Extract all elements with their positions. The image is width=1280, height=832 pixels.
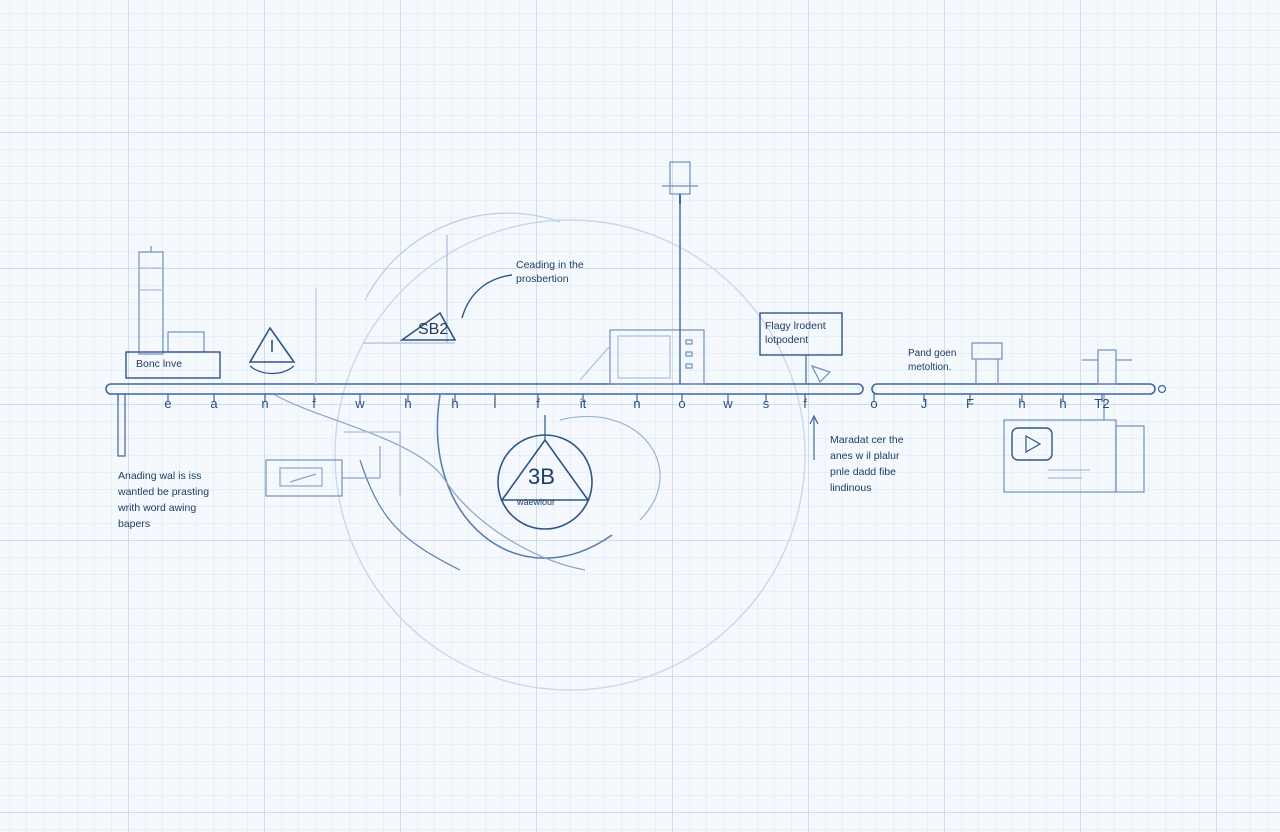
axis-ticks bbox=[117, 394, 1103, 402]
panel-scroll bbox=[1115, 425, 1145, 493]
axis-letter: T2 bbox=[1094, 396, 1110, 411]
large-background-circle bbox=[334, 219, 806, 691]
right-machine bbox=[971, 342, 1003, 360]
axis-letter: f bbox=[803, 396, 807, 411]
left-bottom-label: Anading wal is iss wantled be prasting w… bbox=[118, 470, 210, 530]
axis-letter: a bbox=[210, 396, 218, 411]
axis-letter: h bbox=[1018, 396, 1026, 411]
right-bottom-label: Maradat cer the anes w il plalur pnle da… bbox=[830, 434, 904, 494]
right-panel bbox=[1003, 419, 1117, 493]
axis-letter: h bbox=[1059, 396, 1067, 411]
axis-letter: n bbox=[261, 396, 269, 411]
left-probe bbox=[117, 393, 126, 457]
center-triangle bbox=[500, 438, 590, 501]
axis-letter: n bbox=[633, 396, 641, 411]
axis-letter: it bbox=[579, 396, 587, 411]
base-box bbox=[125, 351, 221, 379]
right-valve bbox=[1097, 349, 1117, 385]
sign-board bbox=[759, 312, 843, 356]
main-bar-left bbox=[105, 383, 864, 395]
cabinet-knob-2 bbox=[685, 351, 693, 357]
sign-box-label: Flagy lrodent lotpodent bbox=[765, 320, 826, 346]
axis-letter: f bbox=[536, 396, 540, 411]
axis-letter: J bbox=[920, 396, 928, 411]
axis-letter: o bbox=[870, 396, 878, 411]
axis-letter: F bbox=[966, 396, 974, 411]
mast-top bbox=[669, 161, 691, 195]
base-box-label: Bonc lnve bbox=[136, 358, 183, 370]
main-bar-right bbox=[871, 383, 1156, 395]
callout-arc bbox=[461, 274, 513, 319]
axis-letter: o bbox=[678, 396, 686, 411]
sweep-line bbox=[274, 394, 586, 571]
left-tower bbox=[138, 251, 164, 355]
center-triangle-number: 3B bbox=[528, 464, 555, 489]
sign-pointer bbox=[810, 364, 832, 384]
axis-letter: e bbox=[164, 396, 172, 411]
cabinet-knob-1 bbox=[685, 339, 693, 345]
swirl-arc-inner bbox=[436, 394, 613, 559]
axis-letter: h bbox=[404, 396, 412, 411]
axis-letter: h bbox=[451, 396, 459, 411]
bar-end-knob bbox=[1157, 384, 1167, 394]
cabinet-knob-3 bbox=[685, 363, 693, 369]
warning-triangle-base bbox=[249, 365, 295, 375]
swirl-arc-right bbox=[559, 415, 661, 521]
axis-letter: s bbox=[762, 396, 770, 411]
axis-letter: i bbox=[493, 396, 497, 411]
panel-screen bbox=[1011, 427, 1053, 461]
arrow-up-head bbox=[809, 414, 819, 425]
swirl-arc-outer bbox=[364, 212, 561, 301]
right-top-label: Pand goen metoltion. bbox=[908, 348, 957, 373]
sweep-line-2 bbox=[359, 459, 461, 571]
tower-side-block bbox=[167, 331, 205, 353]
top-triangle bbox=[399, 311, 457, 341]
axis-letter: w bbox=[355, 396, 365, 411]
axis-letter: f bbox=[312, 396, 316, 411]
center-triangle-caption: waewiour bbox=[517, 497, 556, 507]
top-callout-label: Ceading in the prosbertion bbox=[516, 259, 584, 285]
play-icon bbox=[1025, 434, 1042, 454]
center-cabinet bbox=[609, 329, 705, 385]
warning-triangle bbox=[248, 326, 296, 363]
top-triangle-number: SB2 bbox=[418, 321, 449, 338]
axis-letter: w bbox=[723, 396, 733, 411]
